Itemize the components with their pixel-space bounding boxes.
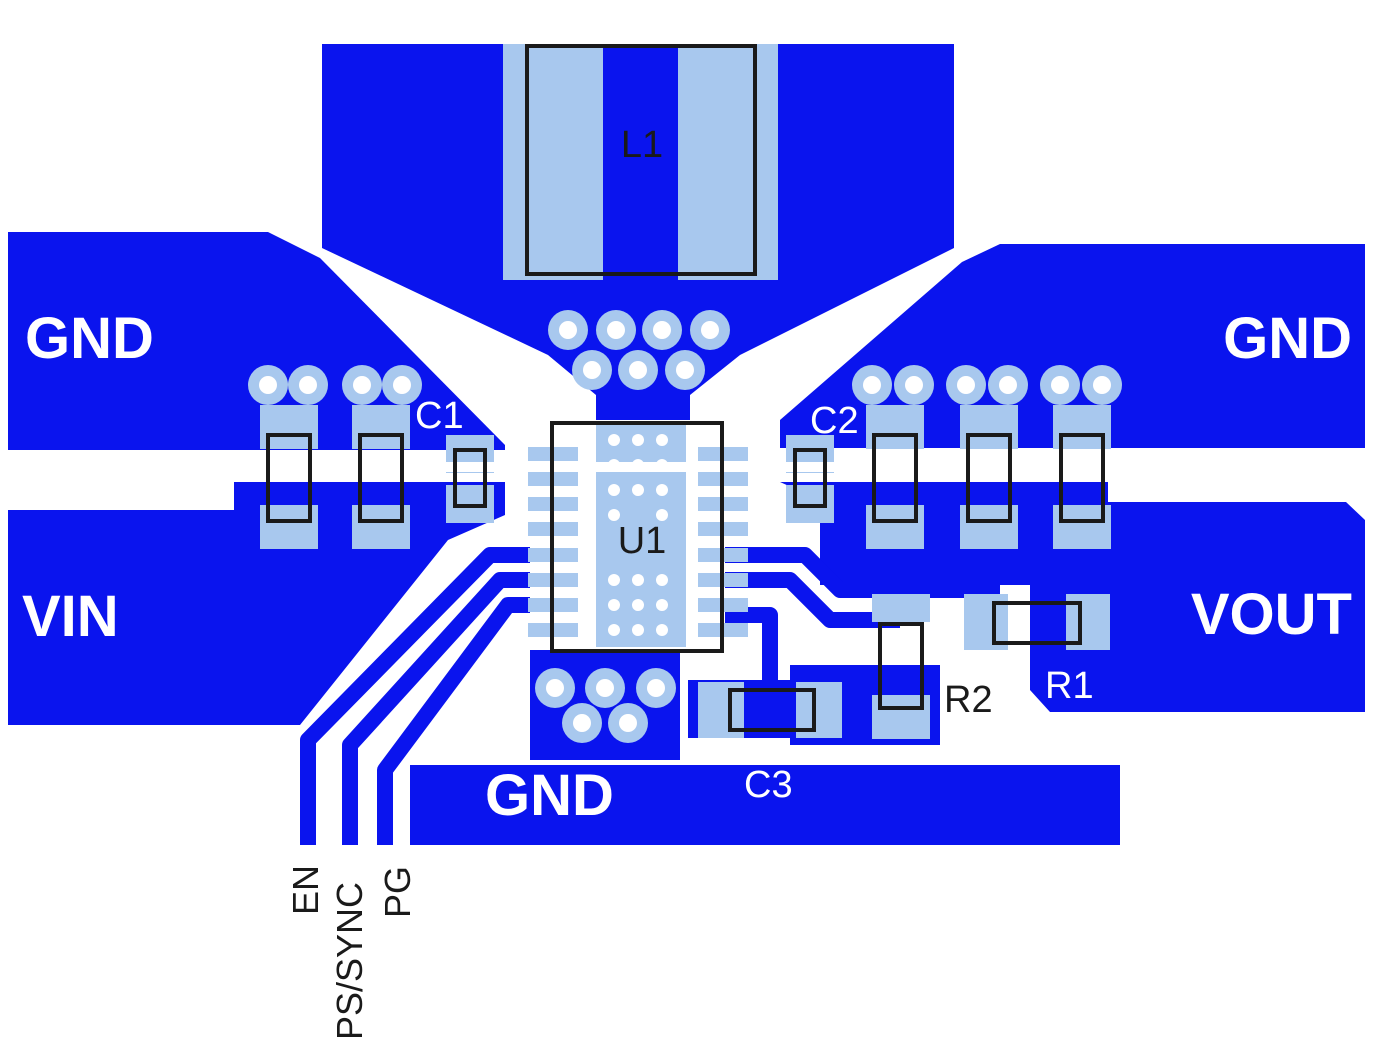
signal-traces [300, 547, 1000, 845]
r2-label: R2 [944, 679, 993, 721]
u1-label: U1 [618, 520, 667, 562]
gnd-left-pour [8, 232, 505, 450]
vias [248, 310, 1122, 743]
pads-layer [260, 44, 1111, 739]
l1-label: L1 [621, 124, 663, 166]
u1-outline [550, 421, 724, 653]
c3-outline [728, 688, 816, 732]
c2-outline [793, 448, 827, 508]
cout3-outline [1059, 433, 1105, 523]
cin1-outline [266, 433, 312, 523]
cin2-outline [358, 433, 404, 523]
c1-outline [453, 448, 487, 508]
c3-label: C3 [744, 764, 793, 806]
gnd-right-label: GND [1223, 306, 1352, 371]
cout2-outline [966, 433, 1012, 523]
gnd-bottom-pour [410, 765, 1120, 845]
c1-label: C1 [415, 395, 464, 437]
l1-pad-right [678, 44, 778, 280]
l1-pad-left [503, 44, 603, 280]
gnd-bottom-label: GND [485, 763, 614, 828]
pin-label-en: EN [285, 865, 326, 915]
l1-outline [525, 44, 757, 276]
pin-label-ps-sync: PS/SYNC [329, 882, 370, 1040]
sw-pour [322, 44, 954, 420]
r2-outline [878, 622, 924, 710]
gnd-left-label: GND [25, 306, 154, 371]
r2-pad-top [872, 594, 930, 622]
cout1-outline [872, 433, 918, 523]
clearance-rail [234, 462, 1106, 472]
r1-label: R1 [1045, 665, 1094, 707]
silkscreen [266, 44, 1105, 732]
vout-label: VOUT [1191, 582, 1352, 647]
pin-label-pg: PG [377, 866, 418, 918]
c2-label: C2 [810, 400, 859, 442]
vin-label: VIN [22, 584, 119, 649]
r1-outline [992, 601, 1082, 645]
